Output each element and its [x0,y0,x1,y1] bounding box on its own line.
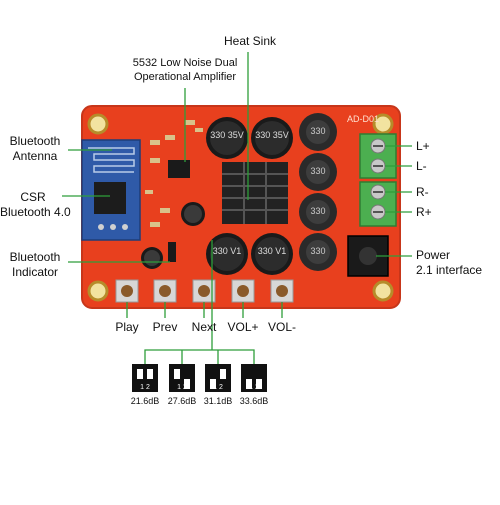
label-play: Play [115,320,139,334]
inductor-label: 330 [310,166,326,176]
dip-switch [132,364,158,392]
small-capacitor [141,247,163,269]
bluetooth-module [81,139,141,241]
dip-pins: 1 2 [140,384,150,391]
label-heat-sink: Heat Sink [223,34,277,48]
label-bt-indicator-line1: Bluetooth [9,250,61,264]
mount-hole-tl [87,113,109,135]
gain-label: 21.6dB [130,396,160,406]
inductor [299,193,337,231]
leader-gain-bracket [144,349,255,364]
csr-chip [94,182,126,214]
label-bt-antenna-line2: Antenna [12,149,58,163]
inductor-label: 330 [310,126,326,136]
label-prev: Prev [152,320,178,334]
label-next: Next [191,320,217,334]
label-r-plus: R+ [416,205,432,219]
button-prev [153,279,177,303]
dip-switch [169,364,195,392]
terminal-block-left-channel [359,133,397,179]
dip-switch [205,364,231,392]
dip-pins: 1 2 [177,384,187,391]
antenna-trace [88,147,135,173]
label-r-minus: R- [416,185,429,199]
button-vol-minus [270,279,294,303]
dip-pins: 1 2 [213,384,223,391]
capacitor-label: 330 35V [255,130,289,140]
heat-sink [222,162,288,224]
button-next [192,279,216,303]
dip-pins: 1 2 [249,384,259,391]
capacitor-large [251,117,293,159]
button-vol-plus [231,279,255,303]
dip-switch [241,364,267,392]
button-play [115,279,139,303]
label-l-plus: L+ [416,139,430,153]
mount-hole-tr [372,113,394,135]
gain-label: 33.6dB [239,396,269,406]
inductor-label: 330 [310,206,326,216]
inductor [299,113,337,151]
label-vol-plus: VOL+ [227,320,259,334]
label-power-line1: Power [416,248,451,262]
capacitor-label: 330 V1 [257,246,287,256]
capacitor-label: 330 V1 [212,246,242,256]
capacitor-large [206,233,248,275]
inductor-label: 330 [310,246,326,256]
label-bt-indicator-line2: Indicator [11,265,59,279]
opamp-chip [168,160,190,178]
board-model-label: AD-D01 [346,114,379,124]
mount-hole-br [372,280,394,302]
mount-hole-bl [87,280,109,302]
leader-lines [62,52,412,364]
capacitor-label: 330 35V [210,130,244,140]
label-opamp-line1: 5532 Low Noise Dual [132,57,238,69]
label-vol-minus: VOL- [267,320,296,334]
capacitor-large [251,233,293,275]
terminal-block-right-channel [359,181,397,227]
capacitor-large [206,117,248,159]
gain-label: 31.1dB [203,396,233,406]
bt-led [168,242,176,262]
label-csr-line2: Bluetooth 4.0 [0,205,71,219]
smd-components [145,120,203,227]
label-l-minus: L- [416,159,427,173]
inductor [299,233,337,271]
label-bt-antenna-line1: Bluetooth [9,134,61,148]
label-csr-line1: CSR [20,190,46,204]
gain-label: 27.6dB [167,396,197,406]
label-opamp-line2: Operational Amplifier [133,71,237,83]
small-capacitor [181,202,205,226]
inductor [299,153,337,191]
label-power-line2: 2.1 interface [416,263,483,277]
